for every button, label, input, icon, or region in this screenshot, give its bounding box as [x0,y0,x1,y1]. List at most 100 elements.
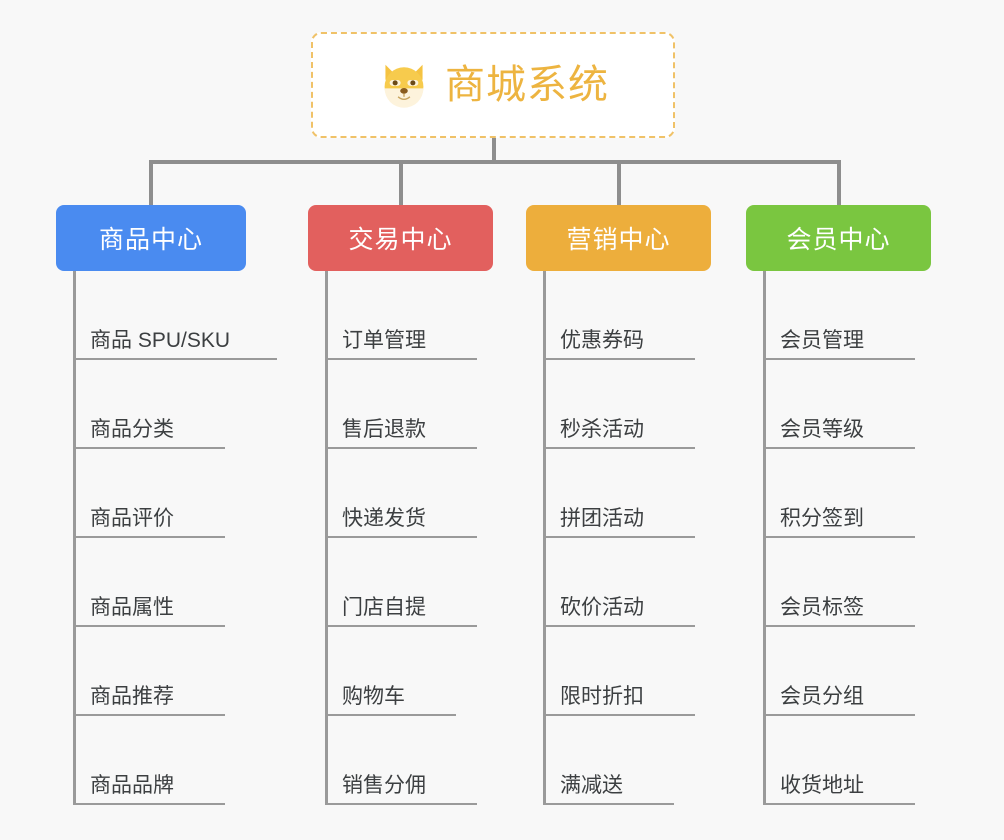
list-item[interactable]: 销售分佣 [325,716,493,805]
branch-column-trade-center: 交易中心 订单管理 售后退款 快递发货 门店自提 购物车 [308,205,493,805]
leaf-label: 会员分组 [780,685,864,708]
connector-drop-4 [837,160,841,207]
list-item[interactable]: 会员标签 [763,538,931,627]
leaf-underline [325,358,477,360]
leaf-underline [73,803,225,805]
leaf-label: 限时折扣 [560,685,644,708]
list-item[interactable]: 商品属性 [73,538,246,627]
list-item[interactable]: 商品 SPU/SKU [73,271,277,360]
branch-spine [325,271,328,805]
leaf-label: 售后退款 [342,418,426,441]
connector-drop-3 [617,160,621,207]
leaf-label: 会员等级 [780,418,864,441]
leaf-label: 商品评价 [90,507,174,530]
branch-column-product-center: 商品中心 商品 SPU/SKU 商品分类 商品评价 商品属性 商品推荐 [56,205,277,805]
leaf-underline [325,803,477,805]
leaf-underline [325,536,477,538]
leaf-label: 快递发货 [342,507,426,530]
root-title: 商城系统 [445,63,609,107]
leaf-underline [763,536,915,538]
leaf-underline [763,447,915,449]
leaf-underline [543,536,695,538]
leaf-underline [543,803,674,805]
leaf-label: 收货地址 [780,774,864,797]
list-item[interactable]: 积分签到 [763,449,931,538]
list-item[interactable]: 商品品牌 [73,716,246,805]
branch-spine [73,271,76,805]
leaf-label: 门店自提 [342,596,426,619]
list-item[interactable]: 砍价活动 [543,538,711,627]
leaf-underline [763,358,915,360]
leaf-label: 会员标签 [780,596,864,619]
leaf-label: 满减送 [560,774,623,797]
leaf-label: 积分签到 [780,507,864,530]
leaf-underline [543,714,695,716]
list-item[interactable]: 会员等级 [763,360,931,449]
leaf-underline [763,625,915,627]
list-item[interactable]: 商品评价 [73,449,246,538]
leaf-underline [73,358,277,360]
leaf-underline [543,358,695,360]
branch-items-marketing-center: 优惠券码 秒杀活动 拼团活动 砍价活动 限时折扣 满减送 [526,271,711,805]
leaf-label: 商品品牌 [90,774,174,797]
branch-spine [763,271,766,805]
branch-column-member-center: 会员中心 会员管理 会员等级 积分签到 会员标签 会员分组 [746,205,931,805]
leaf-underline [543,625,695,627]
connector-drop-2 [399,160,403,207]
branch-title: 营销中心 [566,226,671,254]
branch-items-member-center: 会员管理 会员等级 积分签到 会员标签 会员分组 收货地址 [746,271,931,805]
list-item[interactable]: 会员管理 [763,271,931,360]
branch-spine [543,271,546,805]
branch-header-product-center[interactable]: 商品中心 [56,205,246,271]
leaf-label: 商品 SPU/SKU [90,329,231,352]
leaf-underline [543,447,695,449]
root-node[interactable]: 商城系统 [311,32,675,138]
leaf-label: 商品推荐 [90,685,174,708]
list-item[interactable]: 满减送 [543,716,711,805]
leaf-label: 拼团活动 [560,507,644,530]
connector-root-stem [492,138,496,163]
leaf-label: 订单管理 [342,329,426,352]
leaf-label: 砍价活动 [560,596,644,619]
leaf-underline [73,625,225,627]
shiba-dog-face-icon [377,58,431,112]
connector-horizontal-bus [149,160,837,164]
leaf-label: 会员管理 [780,329,864,352]
leaf-underline [763,714,915,716]
leaf-label: 商品属性 [90,596,174,619]
leaf-underline [325,625,477,627]
list-item[interactable]: 门店自提 [325,538,493,627]
list-item[interactable]: 快递发货 [325,449,493,538]
leaf-underline [73,447,225,449]
branch-title: 会员中心 [786,226,891,254]
branch-column-marketing-center: 营销中心 优惠券码 秒杀活动 拼团活动 砍价活动 限时折扣 [526,205,711,805]
list-item[interactable]: 秒杀活动 [543,360,711,449]
leaf-label: 秒杀活动 [560,418,644,441]
leaf-label: 销售分佣 [342,774,426,797]
list-item[interactable]: 售后退款 [325,360,493,449]
leaf-underline [325,447,477,449]
branch-header-trade-center[interactable]: 交易中心 [308,205,493,271]
list-item[interactable]: 限时折扣 [543,627,711,716]
connector-drop-1 [149,160,153,207]
list-item[interactable]: 优惠券码 [543,271,711,360]
list-item[interactable]: 商品推荐 [73,627,246,716]
leaf-underline [73,536,225,538]
list-item[interactable]: 购物车 [325,627,493,716]
list-item[interactable]: 收货地址 [763,716,931,805]
branch-title: 商品中心 [98,226,203,254]
list-item[interactable]: 订单管理 [325,271,493,360]
leaf-label: 购物车 [342,685,405,708]
branch-items-product-center: 商品 SPU/SKU 商品分类 商品评价 商品属性 商品推荐 商品品牌 [56,271,277,805]
branch-header-marketing-center[interactable]: 营销中心 [526,205,711,271]
list-item[interactable]: 会员分组 [763,627,931,716]
leaf-underline [73,714,225,716]
branch-title: 交易中心 [348,226,453,254]
leaf-label: 商品分类 [90,418,174,441]
branch-header-member-center[interactable]: 会员中心 [746,205,931,271]
leaf-underline [763,803,915,805]
leaf-label: 优惠券码 [560,329,644,352]
list-item[interactable]: 拼团活动 [543,449,711,538]
list-item[interactable]: 商品分类 [73,360,246,449]
